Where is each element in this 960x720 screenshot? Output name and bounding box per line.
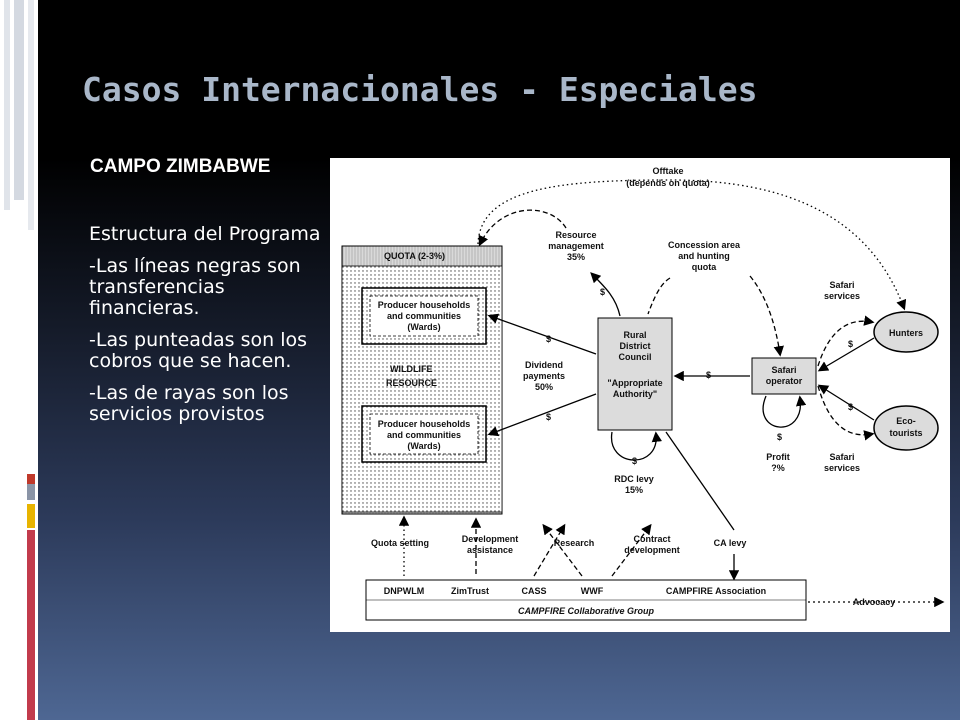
bullet-item: -Las líneas negras son transferencias fi…: [89, 255, 301, 319]
bullet-item: -Las punteadas son los cobros que se hac…: [89, 329, 307, 372]
dollar-label: $: [777, 432, 782, 442]
accent-gray: [27, 484, 35, 500]
safari-operator-line2: operator: [766, 376, 803, 386]
bullet-list: Estructura del Programa -Las líneas negr…: [89, 224, 329, 436]
deco-bar-1: [4, 0, 10, 210]
producer-box-bottom-inner: [369, 413, 479, 455]
rdc-levy-line1: RDC levy: [614, 474, 654, 484]
rdc-line3: Council: [619, 352, 652, 362]
resource-mgmt-dashed: [478, 209, 567, 247]
contract-dashed: [611, 523, 652, 577]
hunters-to-safari: [817, 337, 875, 372]
safari-to-hunters-dashed: [817, 315, 875, 367]
dollar-label: $: [848, 402, 853, 412]
accent-red-long: [27, 530, 35, 720]
resource-mgmt-line2: management: [548, 241, 604, 251]
dev-assist-line2: assistance: [467, 545, 513, 555]
rdc-levy-line2: 15%: [625, 485, 643, 495]
campfire-diagram: QUOTA (2-3%) Producer households and com…: [330, 158, 950, 632]
dev-assist-line1: Development: [462, 534, 519, 544]
rdc-line1: Rural: [623, 330, 646, 340]
concession-dashed-right: [749, 275, 784, 357]
offtake-arrow: [477, 179, 907, 311]
contract-dev-line1: Contract: [633, 534, 670, 544]
rdc-to-producers-top: [487, 313, 597, 355]
producer-box-top-inner: [369, 295, 479, 337]
safari-services-bottom-2: services: [824, 463, 860, 473]
dividend-line1: Dividend: [525, 360, 563, 370]
profit-line2: ?%: [771, 463, 785, 473]
ca-levy-label: CA levy: [714, 538, 747, 548]
dollar-label: $: [848, 339, 853, 349]
slide-title: Casos Internacionales - Especiales: [82, 70, 758, 109]
research-dashed-2: [542, 523, 583, 577]
dollar-label: $: [706, 370, 711, 380]
producer-top-line1: Producer households: [378, 300, 471, 310]
wildlife-line2: RESOURCE: [386, 378, 437, 388]
safari-operator-box: [751, 357, 817, 395]
org-dnpwlm: DNPWLM: [384, 586, 425, 596]
rdc-levy-loop: [611, 431, 663, 461]
producer-top-line3: (Wards): [407, 322, 440, 332]
producer-bottom-line3: (Wards): [407, 441, 440, 451]
rdc-box: [597, 317, 673, 431]
dollar-label: $: [546, 334, 551, 344]
concession-line1: Concession area: [668, 240, 741, 250]
collaborative-label: CAMPFIRE Collaborative Group: [518, 606, 655, 616]
concession-dashed-left: [647, 277, 671, 315]
contract-dev-line2: development: [624, 545, 680, 555]
safari-services-top-2: services: [824, 291, 860, 301]
profit-loop: [762, 395, 807, 428]
ecotourists-ellipse: [873, 405, 939, 451]
resource-mgmt-line3: 35%: [567, 252, 585, 262]
profit-line1: Profit: [766, 452, 790, 462]
concession-line2: and hunting: [678, 251, 730, 261]
producer-bottom-line2: and communities: [387, 430, 461, 440]
safari-operator-line1: Safari: [771, 365, 796, 375]
accent-yellow: [27, 504, 35, 528]
quota-label: QUOTA (2-3%): [384, 251, 445, 261]
rdc-to-resource-mgmt: [590, 272, 621, 317]
producer-top-line2: and communities: [387, 311, 461, 321]
safari-to-eco-dashed: [817, 385, 875, 441]
quota-setting-label: Quota setting: [371, 538, 429, 548]
org-campfire: CAMPFIRE Association: [666, 586, 766, 596]
eco-to-safari: [817, 384, 875, 421]
concession-line3: quota: [692, 262, 717, 272]
diagram-svg: QUOTA (2-3%) Producer households and com…: [341, 166, 945, 621]
org-cass: CASS: [521, 586, 546, 596]
hunters-label: Hunters: [889, 328, 923, 338]
ecotourists-line1: Eco-: [896, 416, 916, 426]
research-dashed-1: [533, 523, 566, 577]
org-wwf: WWF: [581, 586, 604, 596]
resource-mgmt-line1: Resource: [555, 230, 596, 240]
rdc-to-ca-levy: [665, 431, 735, 531]
rdc-to-producers-bottom: [487, 393, 597, 437]
bullet-item: -Las de rayas son los servicios provisto…: [89, 382, 289, 425]
safari-services-top-1: Safari: [829, 280, 854, 290]
slide-subtitle: CAMPO ZIMBABWE: [90, 156, 271, 177]
wildlife-line1: WILDLIFE: [390, 364, 433, 374]
research-label: Research: [554, 538, 595, 548]
rdc-quote2: Authority": [613, 389, 657, 399]
ecotourists-line2: tourists: [889, 428, 922, 438]
offtake-sub-label: (depends on quota): [626, 178, 710, 188]
offtake-label: Offtake: [652, 166, 683, 176]
producer-bottom-line1: Producer households: [378, 419, 471, 429]
deco-bar-2: [14, 0, 24, 200]
bullet-item: Estructura del Programa: [89, 223, 321, 245]
org-zimtrust: ZimTrust: [451, 586, 489, 596]
dividend-line2: payments: [523, 371, 565, 381]
rdc-line2: District: [619, 341, 650, 351]
dollar-label: $: [546, 412, 551, 422]
dollar-label: $: [600, 287, 605, 297]
hunters-ellipse: [873, 311, 939, 353]
deco-bar-3: [28, 0, 34, 230]
safari-services-bottom-1: Safari: [829, 452, 854, 462]
dividend-line3: 50%: [535, 382, 553, 392]
rdc-quote1: "Appropriate: [607, 378, 662, 388]
dollar-label: $: [632, 456, 637, 466]
